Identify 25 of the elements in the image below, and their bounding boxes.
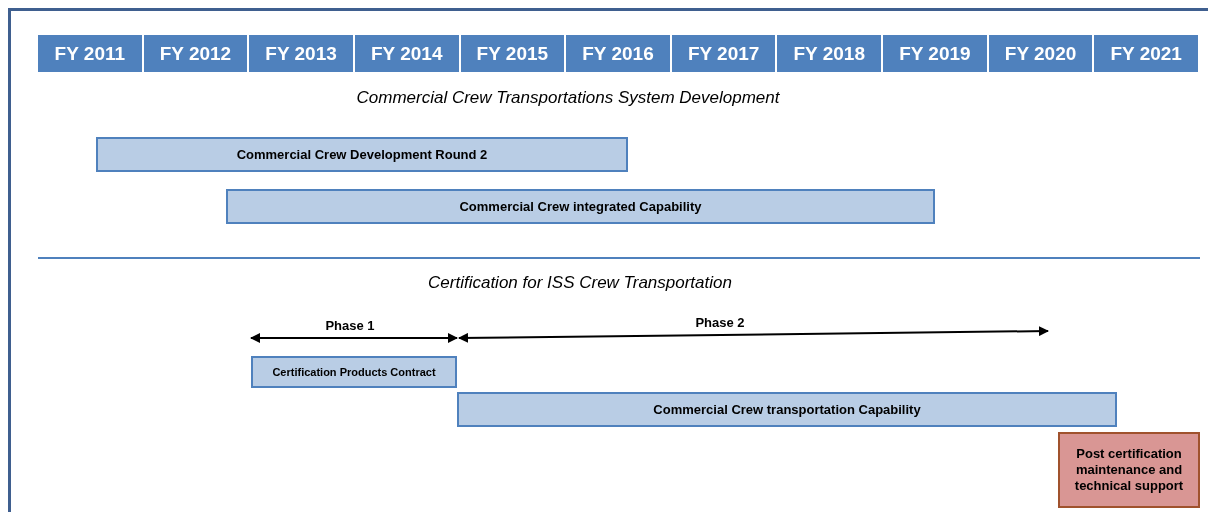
year-header: FY 2017 <box>671 35 778 72</box>
year-header: FY 2015 <box>460 35 567 72</box>
section-heading: Certification for ISS Crew Transportation <box>428 273 732 293</box>
section-heading: Commercial Crew Transportations System Development <box>356 88 780 108</box>
timeline-bar <box>251 356 457 388</box>
bar-label: Certification Products Contract <box>272 366 436 378</box>
year-header: FY 2011 <box>38 35 144 72</box>
year-header: FY 2012 <box>143 35 250 72</box>
phase-label: Phase 2 <box>695 315 745 330</box>
bar-label: Commercial Crew transportation Capability <box>653 402 921 417</box>
bar-label: Commercial Crew Development Round 2 <box>236 147 488 162</box>
bar-label: Post certification maintenance and technical support <box>1073 445 1185 495</box>
phase-label: Phase 1 <box>325 318 375 333</box>
year-header: FY 2014 <box>354 35 461 72</box>
timeline-bar <box>226 189 935 224</box>
timeline-box <box>1058 432 1200 508</box>
year-header: FY 2018 <box>777 35 884 72</box>
year-header: FY 2020 <box>988 35 1095 72</box>
year-header: FY 2019 <box>883 35 989 72</box>
year-header: FY 2021 <box>1094 35 1200 72</box>
bar-label: Commercial Crew integrated Capability <box>459 199 702 214</box>
timeline-bar <box>457 392 1117 427</box>
timeline-bar <box>96 137 628 172</box>
year-header: FY 2016 <box>566 35 672 72</box>
year-header: FY 2013 <box>249 35 355 72</box>
